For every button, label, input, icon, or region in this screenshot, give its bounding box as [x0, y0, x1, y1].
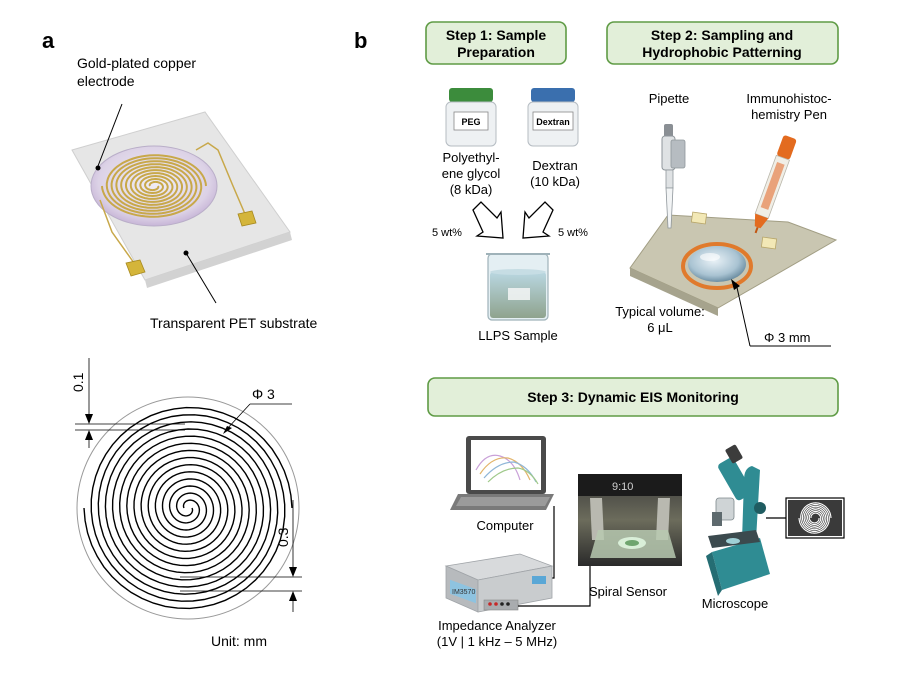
electrode-trace-left	[99, 199, 135, 264]
iso-spiral-arm-1	[105, 154, 207, 215]
micro-spiral-arm-1	[798, 504, 830, 534]
analyzer-brand: IM3570	[452, 589, 475, 596]
microscope	[706, 444, 770, 596]
board-edge	[630, 268, 718, 316]
volume-label: Typical volume:	[615, 304, 705, 319]
dextran-wt: 5 wt%	[558, 227, 588, 239]
electrode-trace-right	[195, 142, 246, 215]
pen-label-line2: hemistry Pen	[751, 107, 827, 122]
microscope-image-spiral	[798, 502, 832, 534]
dim-pitch-label: 0.3	[275, 527, 291, 547]
llps-label: LLPS Sample	[478, 328, 558, 343]
sample-droplet	[688, 246, 746, 282]
dextran-bottle: Dextran	[527, 88, 579, 147]
micro-spiral-arm-2	[800, 502, 832, 532]
ihc-pen	[754, 135, 797, 234]
dextran-bottle-label: Dextran	[536, 117, 570, 127]
impedance-analyzer: IM3570	[444, 553, 554, 613]
peg-name-line2: ene glycol	[442, 166, 501, 181]
laptop	[450, 436, 554, 510]
dextran-name: Dextran	[532, 158, 578, 173]
pipette	[661, 124, 686, 229]
panel-b-letter: b	[354, 28, 367, 53]
computer-label: Computer	[476, 518, 534, 533]
substrate-leader	[185, 252, 217, 304]
microscope-image-bg	[788, 500, 842, 536]
electrode-label: Gold-plated copper	[77, 55, 196, 71]
step3-title: Step 3: Dynamic EIS Monitoring	[527, 389, 739, 405]
board-pad-right	[760, 236, 778, 250]
tech-spiral-arm-1	[90, 406, 293, 602]
contact-pad-right	[237, 210, 257, 227]
peg-bottle: PEG	[445, 88, 497, 147]
diameter-leader	[735, 282, 751, 347]
step2-box	[606, 21, 839, 65]
electrode-leader	[97, 103, 123, 167]
dextran-name-line2: (10 kDa)	[530, 174, 580, 189]
peg-name-line3: (8 kDa)	[450, 182, 493, 197]
sensor-label: Spiral Sensor	[589, 584, 668, 599]
step2-title-line2: Hydrophobic Patterning	[642, 44, 801, 60]
step1-title: Step 1: Sample	[446, 27, 547, 43]
diameter-arrowhead	[731, 279, 740, 290]
photo-text: 9:10	[612, 481, 633, 493]
microscope-label: Microscope	[702, 596, 768, 611]
dim-top-label: 0.1	[70, 372, 86, 392]
pen-label: Immunohistoc-	[746, 91, 831, 106]
peg-bottle-label: PEG	[461, 117, 480, 127]
peg-wt: 5 wt%	[432, 227, 462, 239]
spiral-outline-circle	[76, 396, 300, 620]
cable-analyzer-sensor	[518, 560, 591, 607]
llps-beaker	[486, 253, 550, 321]
step1-title-line2: Preparation	[457, 44, 535, 60]
hydrophobic-ring	[681, 242, 753, 290]
electrode-spiral	[101, 154, 207, 218]
step3-box	[427, 377, 839, 417]
substrate-edge	[145, 232, 292, 288]
tech-spiral	[83, 406, 293, 610]
dim-diameter-arrow	[223, 426, 232, 434]
sensor-photo: 9:10	[578, 474, 682, 566]
diameter-label: Φ 3 mm	[764, 330, 810, 345]
step1-box	[425, 21, 567, 65]
analyzer-label-line2: (1V | 1 kHz – 5 MHz)	[437, 634, 557, 649]
iso-spiral-arm-2	[101, 157, 203, 218]
volume-label-line2: 6 μL	[647, 320, 673, 335]
step2-title: Step 2: Sampling and	[651, 27, 793, 43]
board-pad-left	[690, 211, 708, 225]
dim-pitch-arrow1	[289, 567, 297, 577]
dim-diameter-label: Φ 3	[252, 386, 275, 402]
panel-a-letter: a	[42, 28, 55, 53]
droplet-highlight	[700, 253, 720, 261]
dextran-arrow	[522, 201, 554, 239]
electrode-leader-dot	[95, 165, 101, 171]
substrate-label: Transparent PET substrate	[150, 315, 318, 331]
pipette-label: Pipette	[649, 91, 689, 106]
peg-name: Polyethyl-	[442, 150, 499, 165]
tech-spiral-arm-2	[83, 414, 286, 610]
dim-diameter-leader	[226, 403, 251, 430]
unit-label: Unit: mm	[211, 633, 267, 649]
analyzer-label: Impedance Analyzer	[438, 618, 556, 633]
contact-pad-left	[125, 259, 146, 277]
peg-arrow	[472, 201, 504, 239]
dim-top-arrow1	[85, 414, 93, 424]
electrode-label-line2: electrode	[77, 73, 135, 89]
